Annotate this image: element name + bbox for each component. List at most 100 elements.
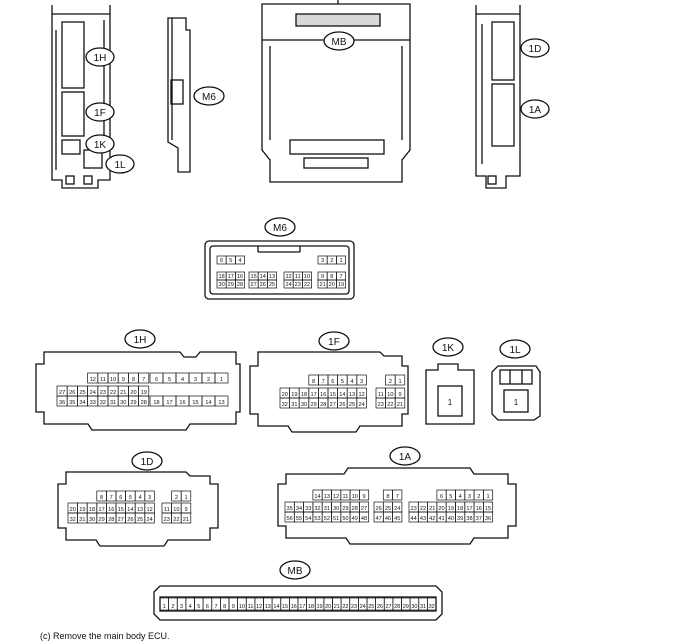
pin-number: 25: [368, 604, 374, 610]
ecu-right-side-view: [475, 5, 521, 189]
pin-number: 1: [398, 379, 401, 385]
pin-number: 27: [361, 506, 367, 512]
pin-number: 24: [360, 604, 366, 610]
label-text: 1F: [94, 108, 106, 119]
pin-number: 28: [237, 282, 243, 288]
pin-number: 31: [79, 517, 85, 523]
pin-number: 29: [130, 400, 136, 406]
pin-number: 19: [141, 390, 147, 396]
pin-number: 26: [339, 402, 345, 408]
pin-number: 4: [350, 379, 353, 385]
pin-number: 18: [308, 604, 314, 610]
pin-number: 20: [282, 392, 288, 398]
pin-number: 19: [448, 506, 454, 512]
ecu-main-body: [261, 0, 411, 183]
pin-number: 18: [89, 507, 95, 513]
pin-number: 13: [137, 507, 143, 513]
pin-number: 34: [79, 400, 85, 406]
pin-cell: [144, 512, 155, 524]
label-top-1H: 1H: [85, 47, 115, 67]
pin-number: 21: [334, 604, 340, 610]
pin-number: 13: [324, 494, 330, 500]
pin-number: 38: [466, 516, 472, 522]
pin-number: 29: [228, 282, 234, 288]
pin-number: 31: [291, 402, 297, 408]
pin-number: 46: [385, 516, 391, 522]
label-m6: M6: [264, 217, 296, 237]
connector-1K: 1: [425, 363, 475, 425]
pin-cell: [180, 490, 192, 502]
pin-number: 6: [220, 258, 223, 264]
label-text: MB: [288, 566, 303, 577]
pin-number: 19: [316, 604, 322, 610]
pin-number: 28: [141, 400, 147, 406]
pin-number: 15: [118, 507, 124, 513]
pin-number: 28: [108, 517, 114, 523]
pin-cell: [394, 374, 406, 386]
label-text: M6: [273, 223, 287, 234]
pin-number: 32: [314, 506, 320, 512]
pin-number: 30: [218, 282, 224, 288]
label-top-1F: 1F: [85, 102, 115, 122]
pin-number: 24: [285, 282, 291, 288]
pin-cell: [214, 395, 229, 407]
pin-number: 53: [314, 516, 320, 522]
pin-number: 12: [333, 494, 339, 500]
pin-number: 16: [179, 400, 185, 406]
pin-number: 14: [260, 274, 266, 280]
pin-number: 3: [180, 604, 183, 610]
pin-label: 1: [514, 398, 519, 407]
pin-number: 27: [118, 517, 124, 523]
pin-number: 21: [319, 282, 325, 288]
label-text: 1D: [529, 44, 542, 55]
pin-number: 4: [138, 495, 141, 501]
pin-cell: [359, 489, 370, 501]
pin-number: 54: [305, 516, 311, 522]
pin-number: 29: [342, 506, 348, 512]
pin-number: 8: [330, 274, 333, 280]
pin-number: 31: [324, 506, 330, 512]
pin-number: 6: [440, 494, 443, 500]
pin-number: 3: [148, 495, 151, 501]
pin-number: 10: [387, 392, 393, 398]
pin-number: 9: [398, 392, 401, 398]
pin-cell: [235, 279, 245, 289]
pin-number: 9: [362, 494, 365, 500]
pin-number: 27: [250, 282, 256, 288]
pin-number: 32: [100, 400, 106, 406]
pin-number: 35: [69, 400, 75, 406]
label-text: 1K: [442, 343, 455, 354]
pin-number: 51: [333, 516, 339, 522]
pin-cell: [235, 255, 245, 265]
pin-number: 21: [120, 390, 126, 396]
connector-1L: 1: [491, 365, 541, 421]
pin-number: 10: [173, 507, 179, 513]
label-1L: 1L: [499, 339, 531, 359]
pin-number: 7: [339, 274, 342, 280]
pin-number: 30: [120, 400, 126, 406]
pin-number: 24: [394, 506, 400, 512]
pin-number: 32: [70, 517, 76, 523]
pin-number: 1: [184, 495, 187, 501]
pin-number: 11: [164, 507, 170, 513]
pin-number: 24: [146, 517, 152, 523]
label-1F: 1F: [318, 331, 350, 351]
pin-number: 3: [194, 377, 197, 383]
pin-number: 1: [220, 377, 223, 383]
pin-number: 22: [342, 604, 348, 610]
pin-number: 50: [342, 516, 348, 522]
pin-number: 5: [197, 604, 200, 610]
pin-number: 41: [438, 516, 444, 522]
pin-number: 2: [207, 377, 210, 383]
pin-number: 13: [218, 400, 224, 406]
pin-number: 2: [330, 258, 333, 264]
pin-number: 37: [476, 516, 482, 522]
pin-number: 4: [238, 258, 241, 264]
pin-cell: [138, 372, 150, 384]
pin-number: 12: [256, 604, 262, 610]
pin-number: 5: [449, 494, 452, 500]
pin-number: 6: [206, 604, 209, 610]
